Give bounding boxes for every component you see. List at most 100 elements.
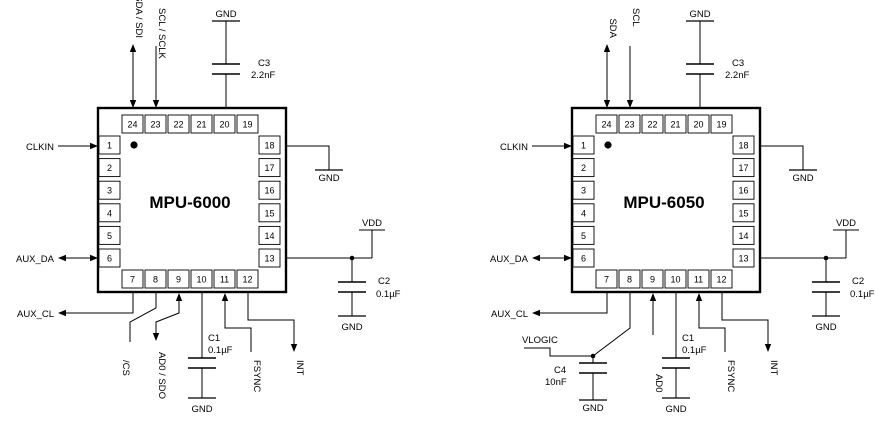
clkin-label: CLKIN <box>500 142 528 153</box>
sda-label: SDA <box>607 18 618 38</box>
pin-box <box>618 114 641 134</box>
pin-box <box>572 248 595 268</box>
pin-number: 6 <box>581 254 586 264</box>
c2-value: 0.1µF <box>376 289 401 300</box>
pin-number: 23 <box>150 120 160 130</box>
pin-number: 13 <box>264 254 274 264</box>
scl-arrow-down <box>626 100 634 108</box>
c2-name: C2 <box>378 276 390 287</box>
pin-number: 23 <box>624 120 634 130</box>
pin-number: 24 <box>601 120 611 130</box>
scl-arrow-down <box>152 100 160 108</box>
pin-number: 14 <box>264 231 274 241</box>
pin-box <box>98 225 121 245</box>
pin-box <box>258 248 281 268</box>
c1-value: 0.1µF <box>682 345 707 356</box>
fsync-arrow-up <box>221 293 229 301</box>
pin-number: 1 <box>107 141 112 151</box>
scl-label: SCL / SCLK <box>156 8 167 60</box>
cs-label: /CS <box>120 360 131 376</box>
pin-box <box>190 114 213 134</box>
pin-number: 14 <box>738 231 748 241</box>
c2-gnd-label: GND <box>815 322 836 333</box>
pin-number: 6 <box>107 254 112 264</box>
c3-value: 2.2nF <box>251 70 275 81</box>
pin-box <box>144 269 167 289</box>
aux-da-label: AUX_DA <box>490 254 529 265</box>
c4-value: 10nF <box>545 377 567 388</box>
chip-package <box>570 106 762 294</box>
pin-number: 11 <box>694 275 703 285</box>
pin-number: 11 <box>220 275 229 285</box>
pin-box <box>595 114 618 134</box>
pin-number: 17 <box>738 163 748 173</box>
c3-value: 2.2nF <box>725 70 749 81</box>
pin-number: 10 <box>670 275 680 285</box>
pin-number: 22 <box>647 120 657 130</box>
ad0-arrow-up <box>175 293 183 301</box>
sda-arrow-up <box>603 44 611 52</box>
pin-number: 15 <box>738 208 748 218</box>
pin-box <box>258 203 281 223</box>
int-arrow-down <box>290 344 298 352</box>
pin-number: 16 <box>738 186 748 196</box>
pin-box <box>167 269 190 289</box>
pin-box <box>213 114 236 134</box>
int-arrow-down <box>764 344 772 352</box>
int-label: INT <box>294 360 305 376</box>
pin-box <box>641 114 664 134</box>
int-label: INT <box>768 360 779 376</box>
pin-number: 4 <box>581 208 586 218</box>
vlogic-feed <box>524 347 593 357</box>
pin-number: 17 <box>264 163 274 173</box>
aux-cl-label: AUX_CL <box>491 309 528 320</box>
pin-box <box>732 248 755 268</box>
ad0-arrow-up <box>649 293 657 301</box>
gnd18-wire <box>287 145 330 170</box>
pin-number: 12 <box>242 275 252 285</box>
sda-arrow-down <box>129 100 137 108</box>
pin-box <box>732 158 755 178</box>
pin-number: 9 <box>650 275 655 285</box>
pin-number: 5 <box>107 231 112 241</box>
fsync-label: FSYNC <box>251 360 262 392</box>
pin-box <box>732 135 755 155</box>
clkin-label: CLKIN <box>26 142 54 153</box>
pin-box <box>732 180 755 200</box>
pin-number: 8 <box>627 275 632 285</box>
ad0-label: AD0 / SDO <box>156 352 167 399</box>
pin-number: 22 <box>173 120 183 130</box>
pin-number: 4 <box>107 208 112 218</box>
pin-number: 16 <box>264 186 274 196</box>
c1-name: C1 <box>208 333 220 344</box>
pin-box <box>687 114 710 134</box>
scl-label: SCL <box>630 8 641 26</box>
pin-box <box>572 180 595 200</box>
pin-box <box>710 269 733 289</box>
pin-box <box>595 269 618 289</box>
pin-box <box>732 225 755 245</box>
cs-wire <box>129 293 157 342</box>
pin-box <box>572 135 595 155</box>
c2-value: 0.1µF <box>850 289 875 300</box>
c4-gnd-label: GND <box>582 403 603 414</box>
pin-box <box>167 114 190 134</box>
pin-number: 13 <box>738 254 748 264</box>
gnd18-label: GND <box>792 173 813 184</box>
fsync-wire <box>224 301 252 352</box>
sda-arrow-up <box>129 44 137 52</box>
c1-gnd-label: GND <box>665 404 686 415</box>
ad0-arrow-down <box>152 333 160 341</box>
int-wire <box>247 293 295 344</box>
pin-number: 2 <box>581 163 586 173</box>
pin-number: 12 <box>716 275 726 285</box>
pin-number: 7 <box>130 275 135 285</box>
gnd18-wire <box>761 145 804 170</box>
pin-box <box>572 158 595 178</box>
pin-box <box>258 135 281 155</box>
pin-number: 24 <box>127 120 137 130</box>
fsync-label: FSYNC <box>725 360 736 392</box>
pin-number: 19 <box>716 120 726 130</box>
pin-number: 3 <box>581 186 586 196</box>
